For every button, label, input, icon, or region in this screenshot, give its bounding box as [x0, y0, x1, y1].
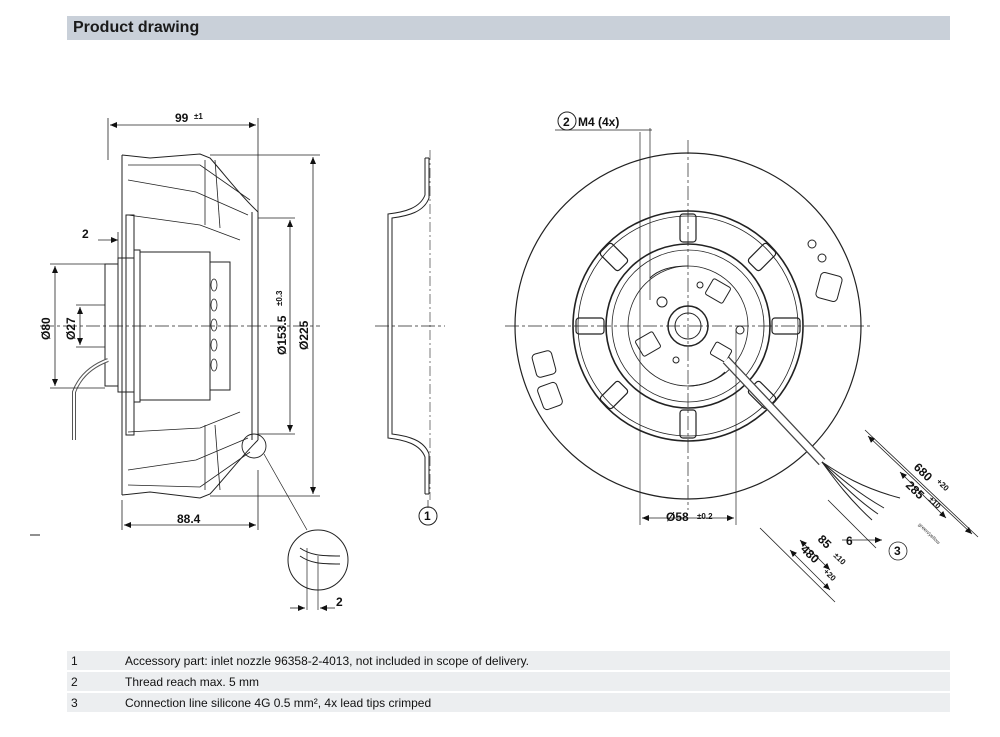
dim-gap-2: 2: [82, 227, 89, 241]
dim-d225: Ø225: [297, 320, 311, 350]
note-number: 2: [67, 672, 125, 691]
table-row: 3 Connection line silicone 4G 0.5 mm², 4…: [67, 693, 950, 712]
dim-m4: M4 (4x): [578, 115, 619, 129]
dim-c85: 85: [815, 532, 835, 552]
dim-c285-tol: ±10: [927, 495, 943, 511]
callout-2: 2: [563, 115, 570, 129]
dim-width-99: 99: [175, 111, 189, 125]
section-header: Product drawing: [67, 16, 950, 40]
note-text: Thread reach max. 5 mm: [125, 672, 950, 691]
side-view: [30, 118, 349, 611]
table-row: 1 Accessory part: inlet nozzle 96358-2-4…: [67, 651, 950, 670]
dim-d80: Ø80: [39, 317, 53, 340]
dim-d153-tol: ±0.3: [275, 290, 284, 306]
notes-table: 1 Accessory part: inlet nozzle 96358-2-4…: [67, 649, 950, 714]
note-text: Connection line silicone 4G 0.5 mm², 4x …: [125, 693, 950, 712]
section-title: Product drawing: [73, 19, 200, 36]
dim-d27: Ø27: [64, 317, 78, 340]
table-row: 2 Thread reach max. 5 mm: [67, 672, 950, 691]
dim-c85-tol: ±10: [832, 551, 848, 567]
wire-label: green/yellow: [917, 522, 942, 546]
dim-c680-tol: +20: [935, 477, 951, 493]
dim-width-99-tol: ±1: [194, 112, 203, 121]
dim-c6: 6: [846, 534, 853, 548]
dim-c480-tol: +20: [822, 567, 838, 583]
dim-len-88: 88.4: [177, 512, 201, 526]
callout-1: 1: [424, 509, 431, 523]
callout-3: 3: [894, 544, 901, 558]
dim-d153: Ø153.5: [275, 315, 289, 355]
note-text: Accessory part: inlet nozzle 96358-2-401…: [125, 651, 950, 670]
nozzle-section: [375, 150, 445, 526]
note-number: 3: [67, 693, 125, 712]
front-view: [505, 111, 979, 603]
dim-detail-2: 2: [336, 595, 343, 609]
dim-d58-tol: ±0.2: [697, 512, 713, 521]
dim-d58: Ø58: [666, 510, 689, 524]
note-number: 1: [67, 651, 125, 670]
